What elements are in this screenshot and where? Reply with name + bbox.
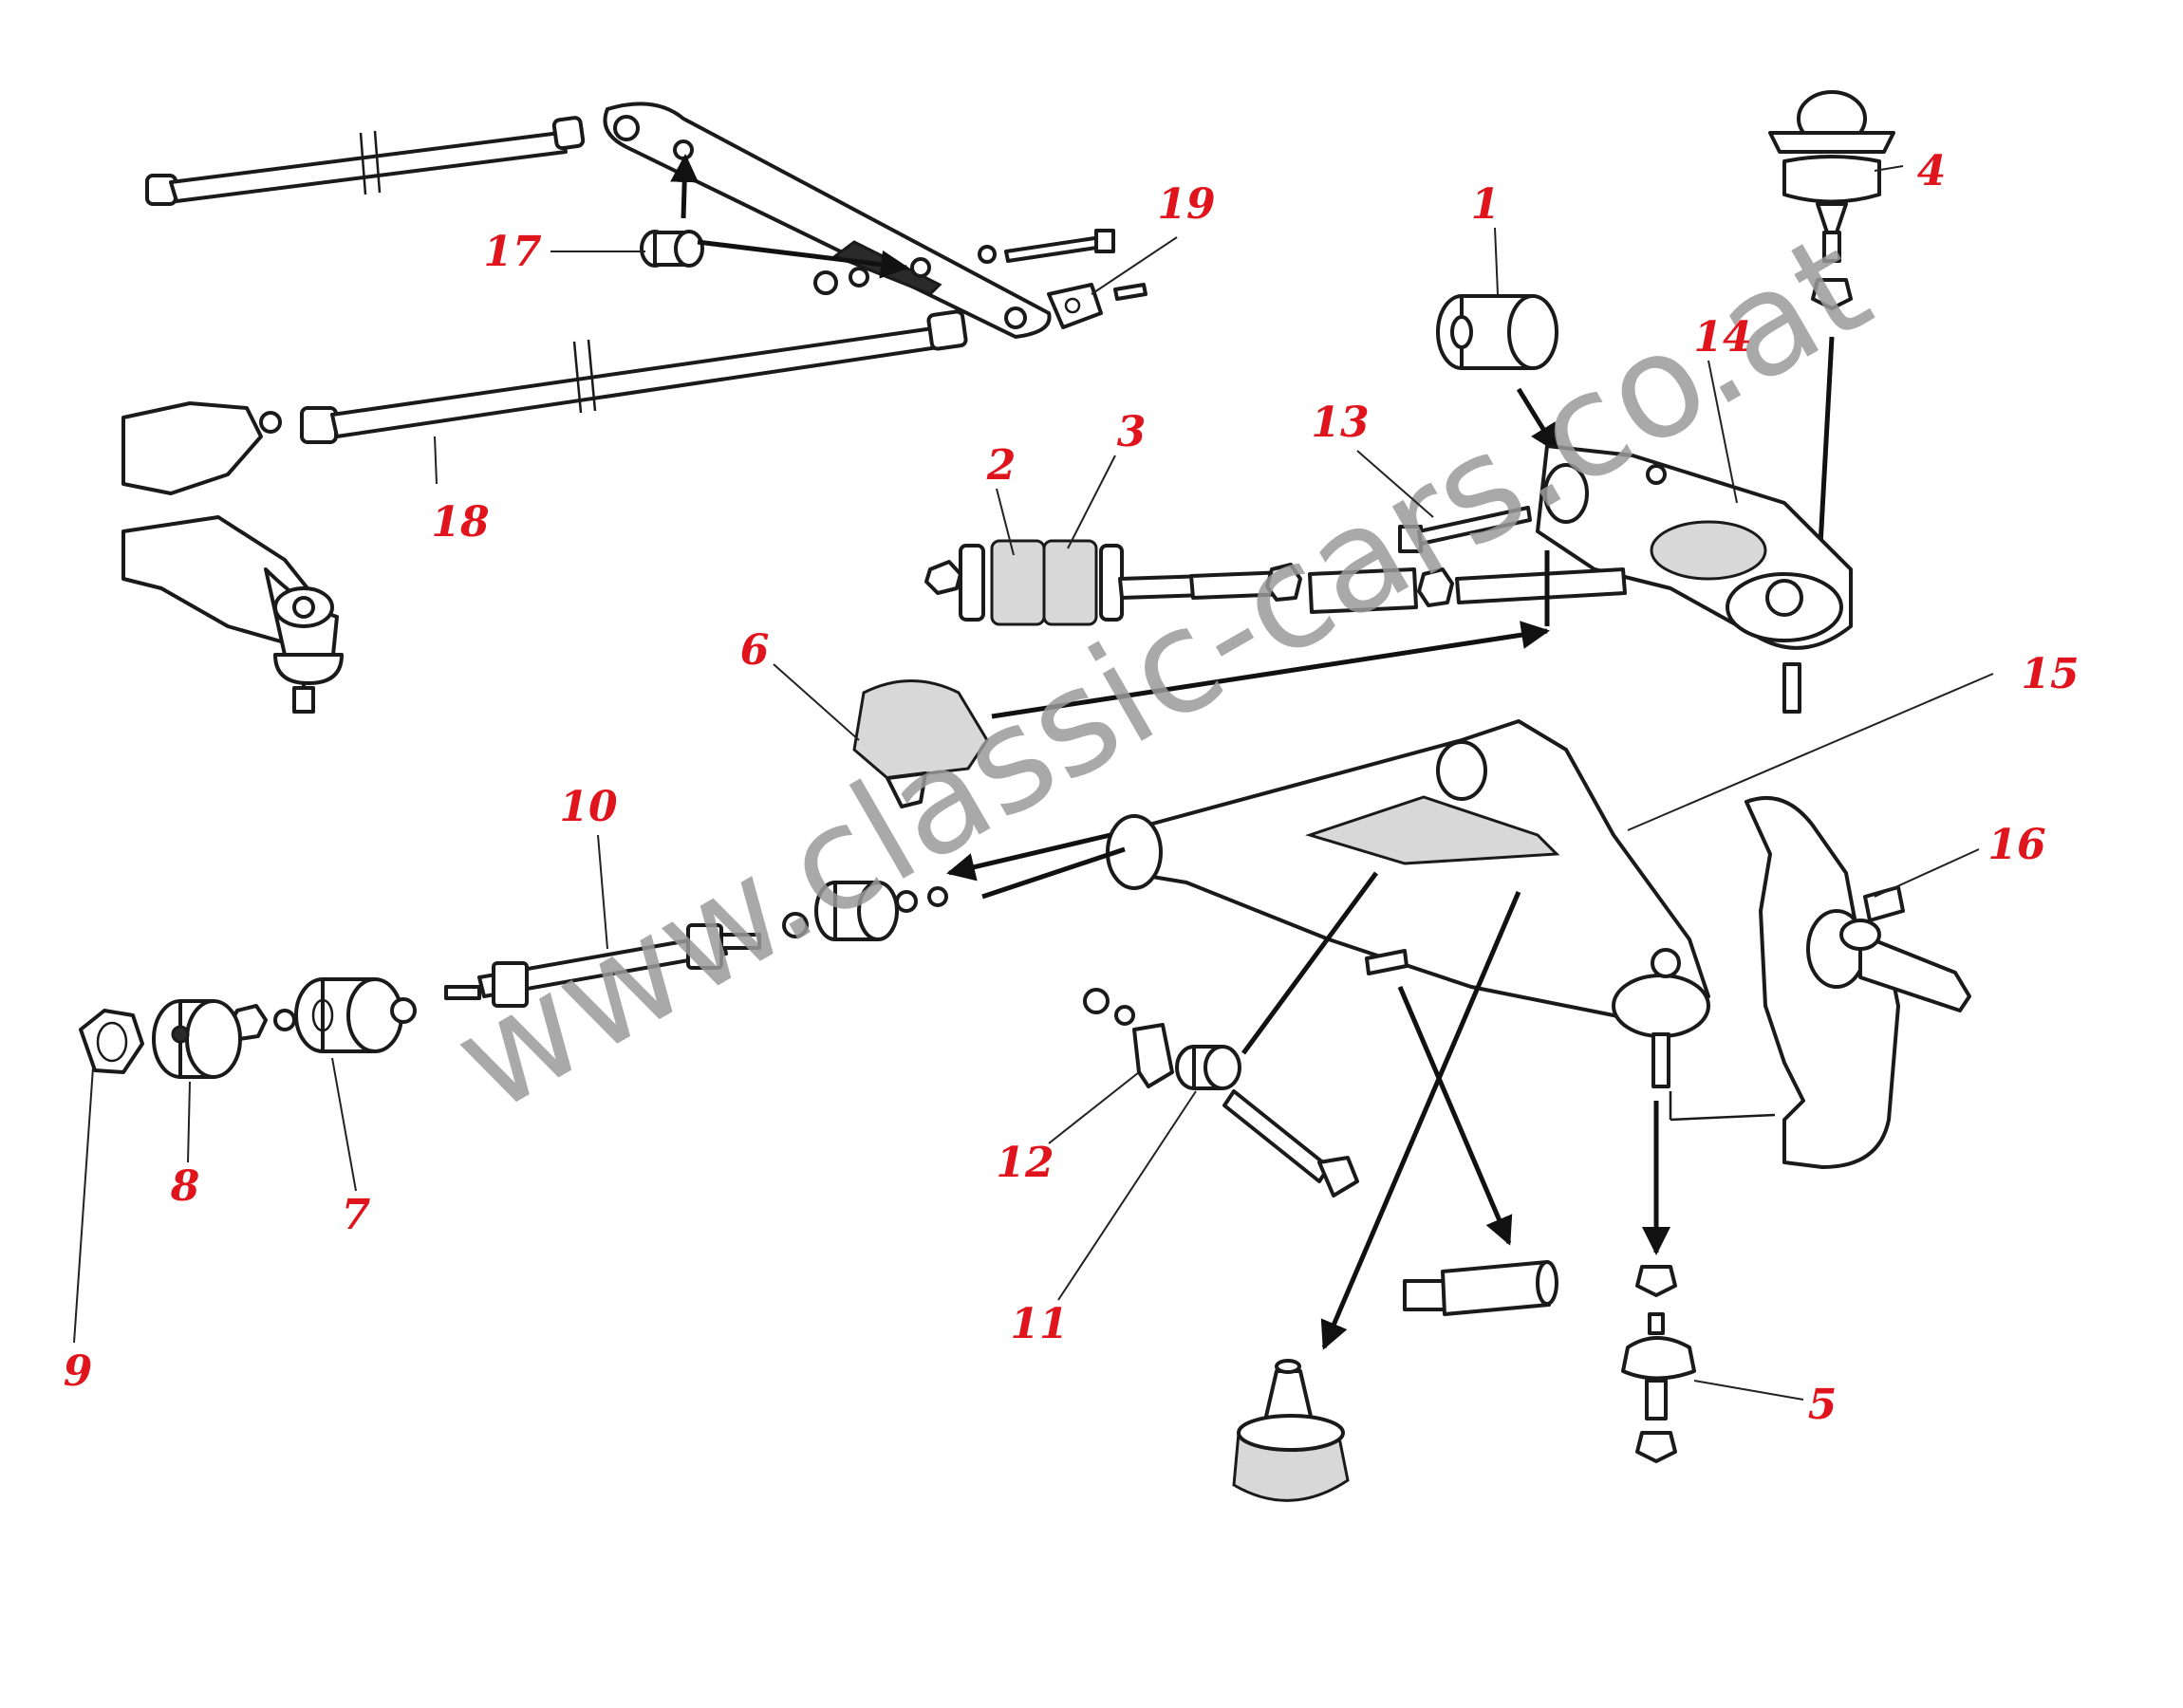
part-number-8: 8 bbox=[170, 1162, 200, 1211]
lower-pin bbox=[1397, 986, 1558, 1316]
part-number-10: 10 bbox=[559, 783, 618, 831]
inner-pivot-shaft-10 bbox=[444, 923, 761, 1008]
part-number-17: 17 bbox=[483, 228, 542, 276]
bush-pair-right bbox=[782, 881, 948, 941]
part-number-4: 4 bbox=[1917, 147, 1947, 195]
stub-axle-16 bbox=[1669, 795, 1971, 1169]
part-number-14: 14 bbox=[1693, 313, 1751, 362]
part-number-15: 15 bbox=[2021, 650, 2079, 698]
lower-ball-joint-5 bbox=[1621, 1101, 1696, 1463]
lever-bush-17 bbox=[640, 154, 909, 279]
part-number-12: 12 bbox=[996, 1139, 1054, 1187]
bush-11-and-bolt bbox=[1175, 871, 1379, 1197]
bolt-13 bbox=[1398, 506, 1532, 553]
part-number-7: 7 bbox=[342, 1191, 371, 1239]
torsion-bar-lower bbox=[259, 309, 968, 444]
part-number-1: 1 bbox=[1471, 180, 1501, 229]
lock-nut-9 bbox=[79, 1009, 144, 1074]
upper-ball-joint-4 bbox=[1768, 90, 1895, 601]
part-number-6: 6 bbox=[740, 626, 770, 675]
torsion-lever-arm bbox=[603, 102, 1052, 339]
threaded-cap-8 bbox=[152, 999, 242, 1079]
lower-wishbone-15 bbox=[946, 719, 1710, 1088]
bump-stop-6 bbox=[852, 621, 1550, 808]
torsion-bar-upper bbox=[145, 116, 586, 206]
part-number-11: 11 bbox=[1010, 1300, 1068, 1348]
upper-arm-bush-1 bbox=[1436, 294, 1559, 454]
part-number-13: 13 bbox=[1311, 399, 1369, 447]
part-number-9: 9 bbox=[64, 1347, 93, 1396]
tie-rod-assembly bbox=[924, 539, 1627, 626]
part-number-3: 3 bbox=[1117, 408, 1147, 456]
leader-lines bbox=[73, 165, 1994, 1401]
upper-wishbone-14 bbox=[1536, 444, 1853, 714]
part-labels: 1 2 3 4 5 6 7 8 9 10 11 12 13 14 15 16 1… bbox=[64, 147, 2080, 1429]
lever-plate-19 bbox=[813, 229, 1147, 329]
partial-wishbone-assembly bbox=[121, 401, 344, 714]
part-number-5: 5 bbox=[1808, 1381, 1838, 1429]
part-number-2: 2 bbox=[986, 441, 1017, 490]
clip-12 bbox=[1083, 988, 1174, 1088]
part-number-19: 19 bbox=[1157, 180, 1215, 229]
part-number-16: 16 bbox=[1987, 821, 2045, 869]
bush-7 bbox=[294, 977, 417, 1053]
part-number-18: 18 bbox=[431, 498, 489, 547]
lower-bump-rubber bbox=[1232, 891, 1521, 1502]
